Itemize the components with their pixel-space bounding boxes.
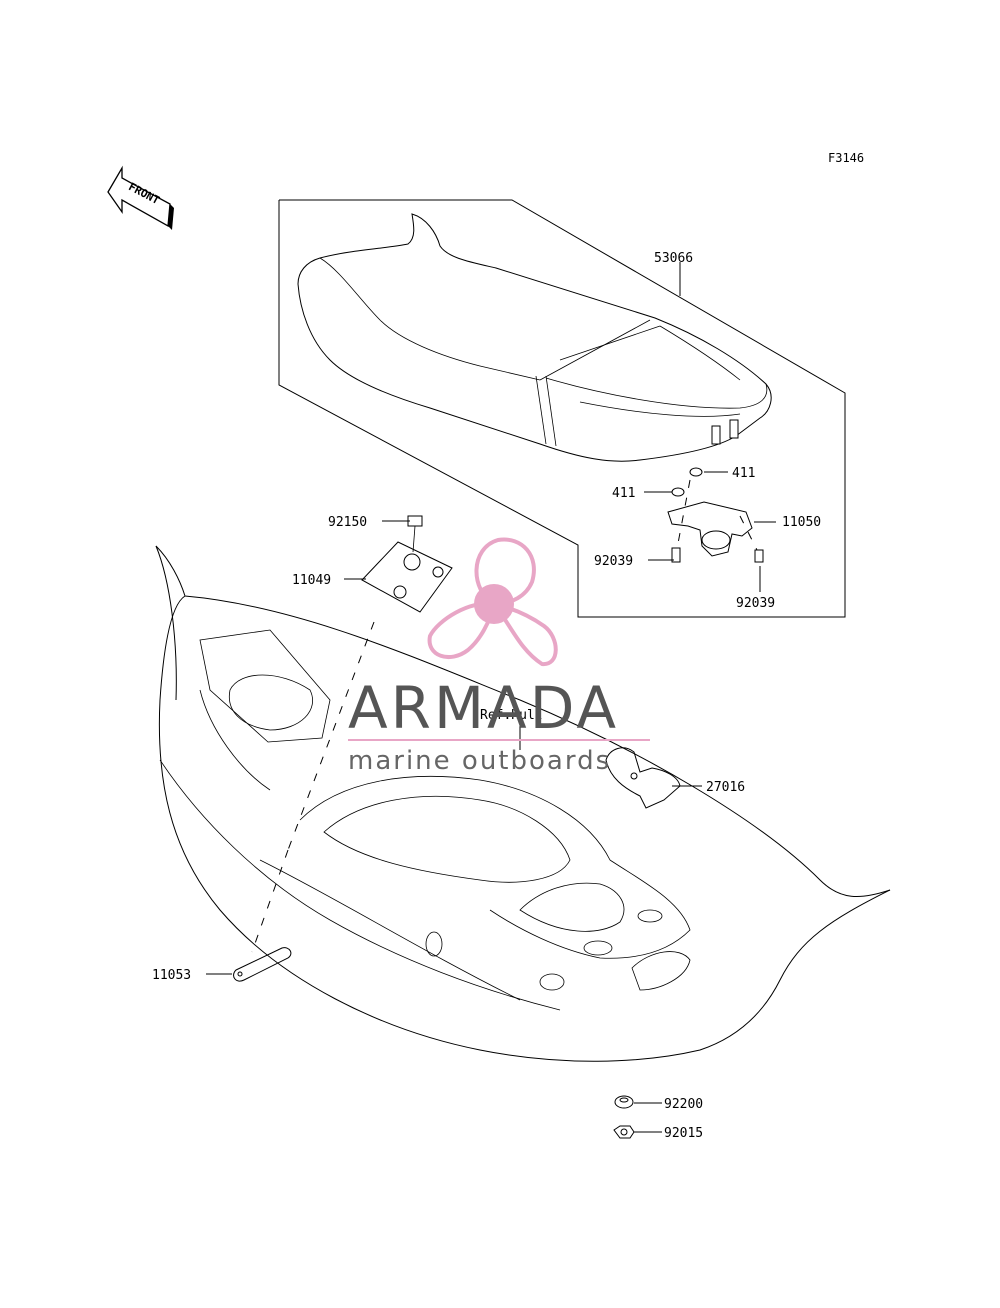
washer-drawing [614,1095,634,1109]
right-bracket-drawing [667,467,764,563]
part-label-washer-b: 411 [612,486,635,501]
part-label-bracket-left: 11049 [292,573,331,588]
part-label-nut: 92015 [664,1126,703,1141]
nut-drawing [613,1125,635,1139]
part-label-bolt-b: 92039 [736,596,775,611]
hook-drawing [605,747,681,809]
propeller-logo-icon [427,537,558,667]
seat-drawing [297,213,772,462]
part-label-hook: 27016 [706,780,745,795]
watermark-tagline: marine outboards [348,746,611,776]
part-label-washer-a: 411 [732,466,755,481]
watermark-brand: ARMADA [348,674,619,742]
hull-drawing [155,545,891,1062]
part-label-bracket-right: 11050 [782,515,821,530]
left-bracket-drawing [251,515,453,953]
front-direction-arrow-icon: FRONT [107,165,174,230]
part-label-plate: 11053 [152,968,191,983]
part-label-washer-c: 92200 [664,1097,703,1112]
seat-group-outline [278,199,846,618]
leader-lines [206,262,776,1133]
part-label-bolt-top: 92150 [328,515,367,530]
armada-watermark: ARMADA marine outboards [348,537,650,776]
part-label-seat: 53066 [654,251,693,266]
plate-drawing [233,947,292,982]
part-label-bolt-a: 92039 [594,554,633,569]
reference-label: Ref.Hull [480,708,543,723]
diagram-code: F3146 [828,151,864,165]
